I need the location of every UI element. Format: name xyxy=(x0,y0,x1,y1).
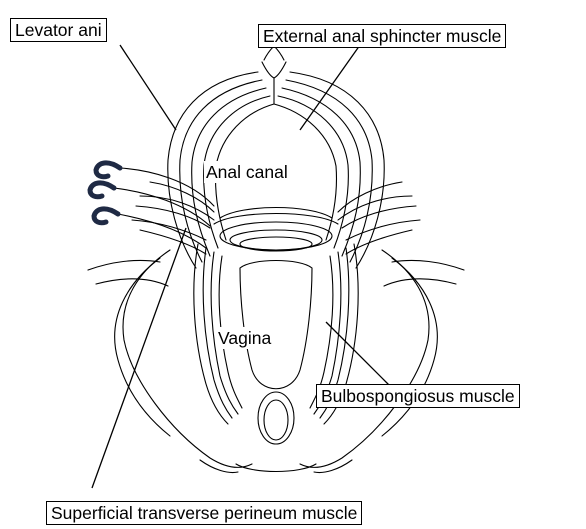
hook-middle xyxy=(90,183,114,197)
leader-external-anal-sphincter xyxy=(300,45,360,130)
label-external-anal-sphincter: External anal sphincter muscle xyxy=(258,24,506,48)
hook-bottom xyxy=(94,209,118,223)
label-levator-ani: Levator ani xyxy=(10,18,107,42)
leader-superficial-transverse xyxy=(92,228,186,488)
vagina-outline xyxy=(240,261,312,389)
label-vagina: Vagina xyxy=(216,327,273,349)
label-bulbospongiosus: Bulbospongiosus muscle xyxy=(316,384,520,408)
retractor-hooks xyxy=(90,163,120,223)
label-superficial-transverse-perineum: Superficial transverse perineum muscle xyxy=(46,501,362,525)
hook-top xyxy=(96,163,120,177)
label-anal-canal: Anal canal xyxy=(204,161,290,183)
leader-levator-ani xyxy=(120,45,176,130)
